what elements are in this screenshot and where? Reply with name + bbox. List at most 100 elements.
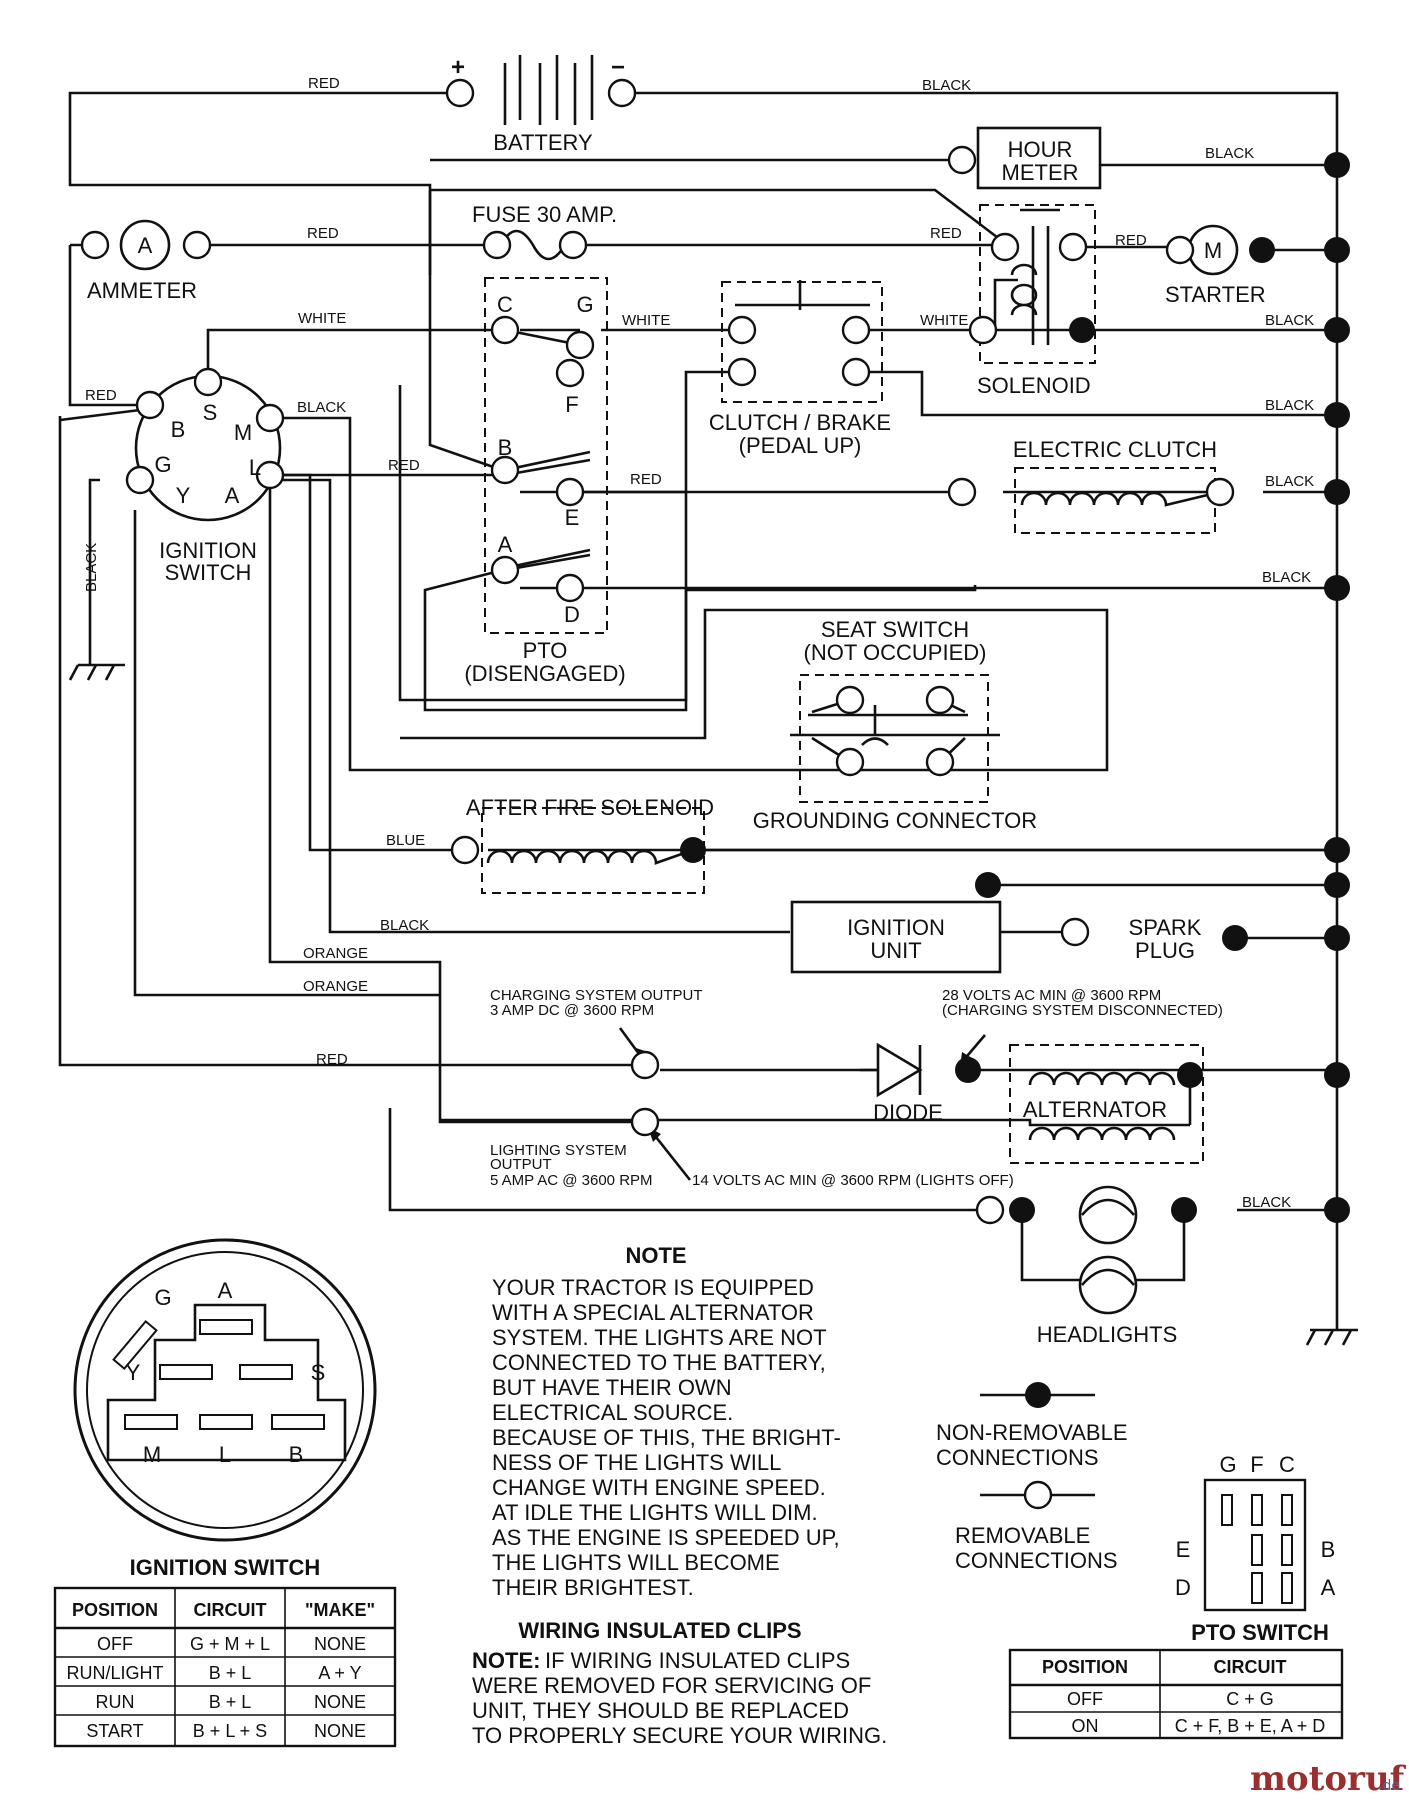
pto-table-title: PTO SWITCH xyxy=(1191,1620,1329,1645)
seat-switch-label-2: (NOT OCCUPIED) xyxy=(804,640,987,665)
after-fire-solenoid-enclosure xyxy=(481,807,705,894)
open-terminal xyxy=(1165,235,1195,265)
open-terminal xyxy=(565,330,595,360)
pto-contact-ad xyxy=(504,548,591,570)
pto-terminal-b: B xyxy=(498,435,513,460)
open-terminal xyxy=(925,685,955,715)
ign-terminal-l: L xyxy=(249,455,261,480)
clips-line-1: IF WIRING INSULATED CLIPS xyxy=(545,1648,850,1673)
wire-label-red-8: RED xyxy=(316,1051,348,1068)
solenoid-coil xyxy=(1010,263,1038,316)
starter-label: STARTER xyxy=(1165,282,1266,307)
wire-label-black-4: BLACK xyxy=(297,399,346,416)
pto-terminal-d: D xyxy=(564,602,580,627)
wire-label-black-8: BLACK xyxy=(83,543,100,592)
headlight-filaments xyxy=(1081,1198,1135,1286)
charging-output-label-2: 3 AMP DC @ 3600 RPM xyxy=(490,1002,654,1019)
spark-plug-label-1: SPARK xyxy=(1129,915,1202,940)
open-terminal xyxy=(607,78,637,108)
wire-label-red-4: RED xyxy=(1115,232,1147,249)
hour-meter-label-1: HOUR xyxy=(1008,137,1073,162)
legend-solid-dot xyxy=(1025,1382,1051,1408)
wire-label-orange-2: ORANGE xyxy=(303,978,368,995)
wire-label-red-2: RED xyxy=(307,225,339,242)
headlight-upper xyxy=(1078,1185,1138,1245)
note-line: WITH A SPECIAL ALTERNATOR xyxy=(492,1300,814,1325)
ign-table-cell: B + L + S xyxy=(193,1721,267,1741)
wire-label-black-2: BLACK xyxy=(1205,145,1254,162)
component-boxes xyxy=(119,126,1239,1315)
diode-symbol xyxy=(876,1042,923,1098)
solid-terminal xyxy=(1009,1197,1035,1223)
watermark-suffix: .de xyxy=(1378,1778,1400,1794)
solid-terminal xyxy=(1324,837,1350,863)
alternator-coil-lower xyxy=(1028,1126,1176,1141)
charging-output-label-1: CHARGING SYSTEM OUTPUT xyxy=(490,987,703,1004)
diode-label: DIODE xyxy=(873,1100,943,1125)
open-terminal xyxy=(727,315,757,345)
ign-table-cell: START xyxy=(86,1721,143,1741)
solid-terminal xyxy=(1324,1062,1350,1088)
open-terminal xyxy=(841,315,871,345)
open-terminal xyxy=(555,573,585,603)
ign-terminal-s: S xyxy=(203,400,218,425)
open-terminal xyxy=(255,460,285,490)
connection-legend: NON-REMOVABLE CONNECTIONS REMOVABLE CONN… xyxy=(936,1382,1128,1573)
open-terminal xyxy=(490,555,520,585)
open-terminal xyxy=(555,358,585,388)
wire-label-black-6: BLACK xyxy=(1265,473,1314,490)
open-terminal xyxy=(975,1195,1005,1225)
ign-table-header-circuit: CIRCUIT xyxy=(194,1600,267,1620)
pto-plug-b: B xyxy=(1321,1537,1336,1562)
coils xyxy=(486,229,1221,1141)
pto-plug-a: A xyxy=(1321,1575,1336,1600)
ignition-unit-box xyxy=(790,900,1002,974)
headlight-lower xyxy=(1078,1255,1138,1315)
open-terminal xyxy=(482,230,512,260)
ammeter-symbol-label: A xyxy=(138,233,153,258)
seat-switch-label-1: SEAT SWITCH xyxy=(821,617,969,642)
clips-line-2: WERE REMOVED FOR SERVICING OF xyxy=(472,1673,871,1698)
wire-label-white-3: WHITE xyxy=(920,312,968,329)
clips-note-block: WIRING INSULATED CLIPS NOTE: IF WIRING I… xyxy=(472,1618,887,1748)
wire-label-red-3: RED xyxy=(930,225,962,242)
open-terminal xyxy=(490,315,520,345)
open-terminal xyxy=(490,455,520,485)
pto-table-cell: C + F, B + E, A + D xyxy=(1175,1716,1326,1736)
ign-table-cell: NONE xyxy=(314,1692,366,1712)
solid-terminal xyxy=(1324,872,1350,898)
pto-table-cell: OFF xyxy=(1067,1689,1103,1709)
volts14-arrow xyxy=(650,1131,692,1181)
wire-label-red-7: RED xyxy=(630,471,662,488)
pto-table-cell: ON xyxy=(1072,1716,1099,1736)
clutch-brake-label-2: (PEDAL UP) xyxy=(739,433,862,458)
pto-switch-enclosure xyxy=(484,277,608,634)
open-terminal xyxy=(630,1107,660,1137)
open-terminal xyxy=(558,230,588,260)
ignition-unit-label-2: UNIT xyxy=(870,938,921,963)
solid-terminal xyxy=(1324,237,1350,263)
solid-terminal xyxy=(1069,317,1095,343)
pto-table-cell: C + G xyxy=(1226,1689,1274,1709)
lighting-output-label-2: OUTPUT xyxy=(490,1156,552,1173)
pto-table-header-position: POSITION xyxy=(1042,1657,1128,1677)
note-line: THE LIGHTS WILL BECOME xyxy=(492,1550,780,1575)
plug-label-y: Y xyxy=(126,1360,141,1385)
alternator-coil-upper xyxy=(1028,1071,1176,1086)
solid-terminal xyxy=(1324,317,1350,343)
note-line: CHANGE WITH ENGINE SPEED. xyxy=(492,1475,826,1500)
ign-table-cell: A + Y xyxy=(318,1663,361,1683)
plug-label-a: A xyxy=(218,1278,233,1303)
pto-plug-e: E xyxy=(1176,1537,1191,1562)
note-line: AT IDLE THE LIGHTS WILL DIM. xyxy=(492,1500,818,1525)
note-line: BECAUSE OF THIS, THE BRIGHT- xyxy=(492,1425,841,1450)
removable-connections xyxy=(80,78,1235,1225)
open-terminal xyxy=(1205,477,1235,507)
ign-terminal-g: G xyxy=(154,452,171,477)
open-terminal xyxy=(182,230,212,260)
clutch-brake-label-1: CLUTCH / BRAKE xyxy=(709,410,891,435)
legend-removable-1: REMOVABLE xyxy=(955,1523,1090,1548)
ign-table-cell: NONE xyxy=(314,1634,366,1654)
pto-plug-diagram: G F C E D B A xyxy=(1175,1452,1336,1612)
open-terminal xyxy=(990,232,1020,262)
